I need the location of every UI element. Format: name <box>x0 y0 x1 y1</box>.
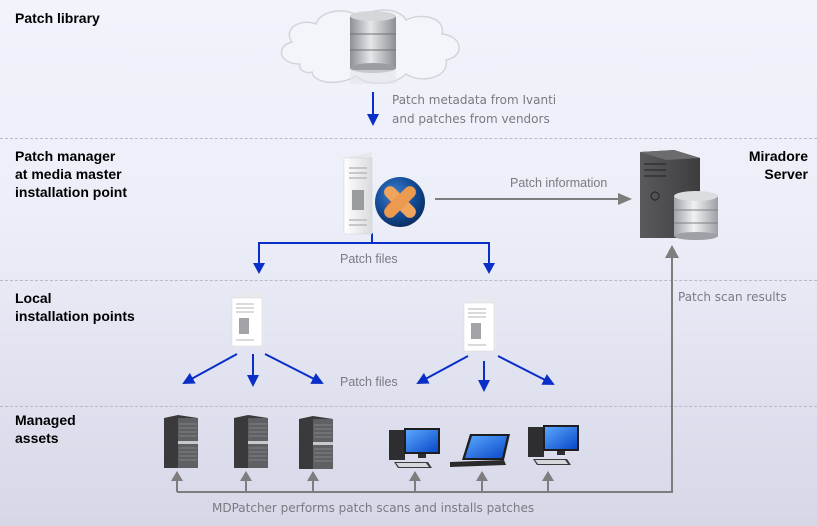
arrow-local-point-2-to-assets <box>416 355 555 392</box>
local-installation-point-server-icon <box>463 297 496 353</box>
caption-library-to-manager: Patch metadata from Ivanti and patches f… <box>392 93 557 126</box>
caption-patch-files-local: Patch files <box>340 375 398 389</box>
arrow-local-point-1-to-assets <box>182 353 324 387</box>
local-installation-point-server-icon <box>231 292 264 348</box>
laptop-icon <box>450 434 510 467</box>
section-divider <box>0 406 817 407</box>
arrow-manager-to-local-points <box>253 233 495 274</box>
desktop-computer-icon <box>389 428 440 468</box>
caption-patch-files-manager: Patch files <box>340 252 398 266</box>
desktop-computer-icon <box>528 425 579 465</box>
rack-server-icon <box>164 415 198 468</box>
patch-manager-server-icon <box>343 152 425 235</box>
section-divider <box>0 280 817 281</box>
section-label-patch-library: Patch library <box>15 10 100 26</box>
section-divider <box>0 138 817 139</box>
grey-arrowheads <box>171 245 679 481</box>
section-label-managed-assets: Managed assets <box>15 412 76 446</box>
rack-server-icon <box>234 415 268 468</box>
section-label-patch-manager: Patch manager at media master installati… <box>15 148 127 200</box>
patch-badge-icon <box>375 177 425 227</box>
caption-mdpatcher: MDPatcher performs patch scans and insta… <box>212 501 535 515</box>
caption-patch-scan-results: Patch scan results <box>678 290 787 304</box>
database-icon <box>350 11 396 84</box>
miradore-server-icon <box>640 150 718 240</box>
miradore-server-label: Miradore Server <box>748 148 808 182</box>
rack-server-icon <box>299 416 333 469</box>
cloud-database-icon <box>280 9 460 84</box>
caption-patch-information: Patch information <box>510 176 608 190</box>
section-label-local-installation-points: Local installation points <box>15 290 135 324</box>
